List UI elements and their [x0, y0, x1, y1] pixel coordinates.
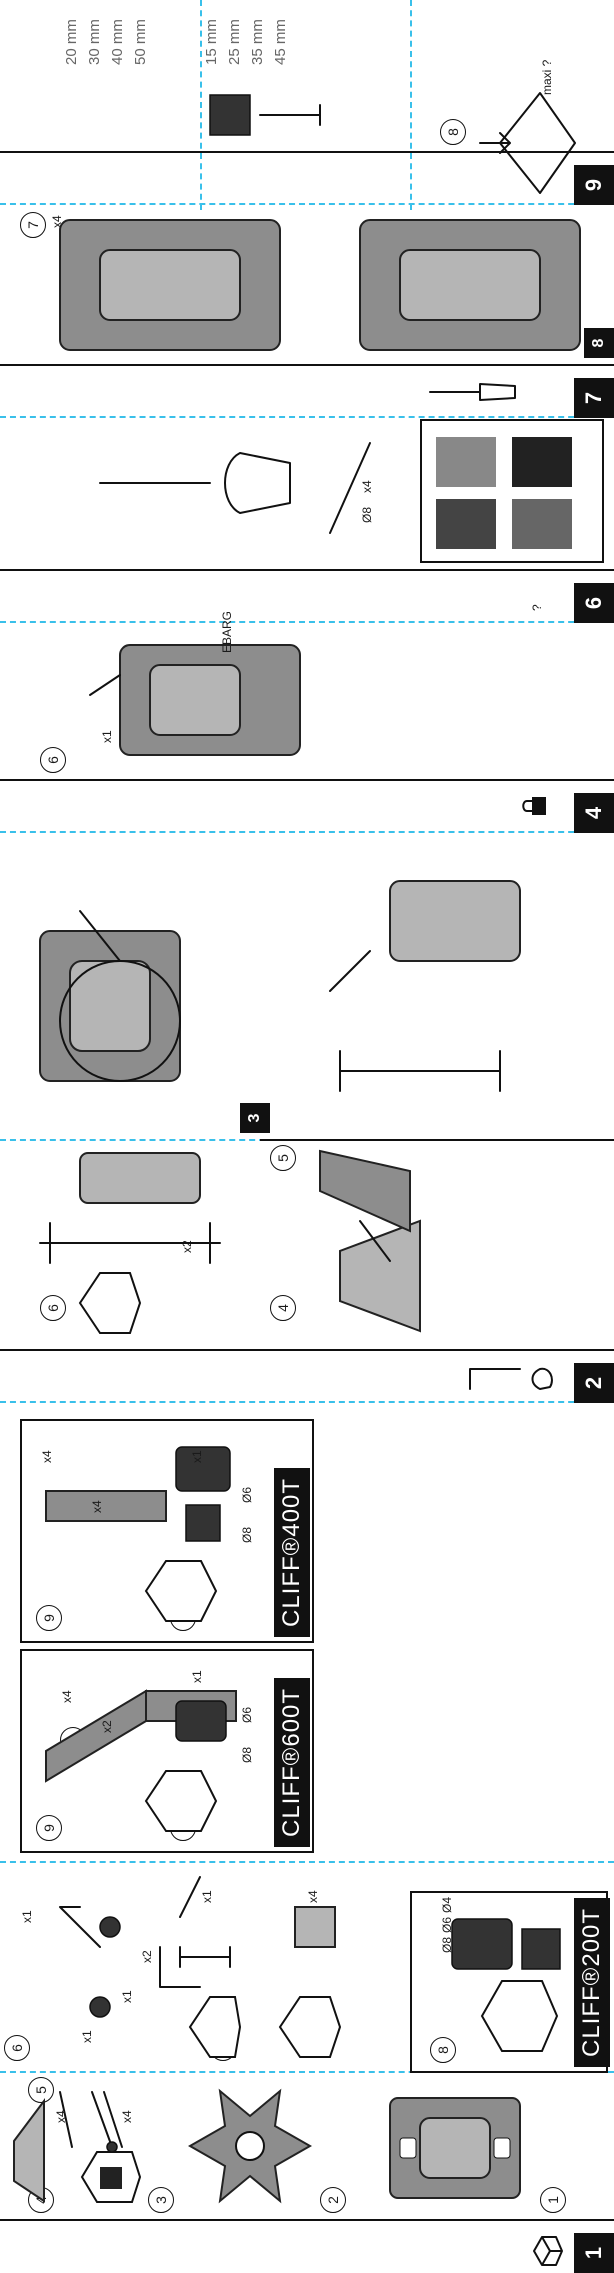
step-number: 3: [240, 1103, 270, 1133]
hand-and-hex-key-icon: [469, 1367, 553, 1390]
mounted-plate-icon: [59, 219, 281, 351]
dimension-label: Ø6: [240, 1706, 254, 1723]
quantity-label: x1: [190, 1450, 204, 1463]
circled-label: 1: [540, 2187, 566, 2213]
dimension-label: Ø8: [240, 1746, 254, 1763]
tv-back-icon: [479, 92, 576, 194]
circled-label: 7: [20, 212, 46, 238]
step-10-panel: [0, 0, 614, 210]
quantity-label: x4: [40, 1450, 54, 1463]
step-3-panel: 3 1: [0, 833, 614, 1141]
lock-icon: [522, 797, 546, 815]
quantity-label: x4: [60, 1690, 74, 1703]
drill-icon: [99, 442, 371, 534]
plate-lock-icon: [89, 644, 301, 756]
quantity-label: x4: [90, 1500, 104, 1513]
step-4-5-panel: 4 x1 x1 6 EBARG: [0, 611, 614, 833]
step-1-panel: 1 1 2 3 x4 x4 4 5: [0, 2073, 614, 2273]
circled-label: 3: [148, 2187, 174, 2213]
circled-label: 6: [4, 2035, 30, 2061]
step-7-8-panel: 7 8 7 x4: [0, 205, 614, 418]
model-badge: CLIFF®600T: [274, 1677, 310, 1847]
arm-extension-icon: [45, 1689, 237, 1832]
wall-materials-icon: [436, 437, 572, 549]
quantity-label: x1: [20, 1910, 34, 1923]
hardware-200t-panel: 6 7 x1 x1 x1 x2 x1 x4 CLIFF®200T 8 Ø8 Ø6: [0, 1863, 614, 2073]
wall-plate-icon: [389, 2097, 521, 2199]
model-badge: CLIFF®200T: [574, 1897, 610, 2067]
knob-assembly-icon: [39, 1152, 221, 1334]
model-badge: CLIFF®400T: [274, 1467, 310, 1637]
step-9-panel: 9 maxi ? 15 mm 25 mm 35 mm 45 mm 20 mm 3…: [0, 0, 614, 205]
circled-label: 5: [270, 1145, 296, 1171]
screw-bag-icon: [59, 2091, 142, 2203]
hardware-bag-icon: [451, 1918, 561, 2052]
circled-label: 4: [270, 1295, 296, 1321]
arm-400t-icon: [45, 1446, 231, 1622]
dimension-label: Ø4: [440, 1896, 454, 1913]
cap-bag-icon: [278, 1906, 342, 2058]
step-2-panel: 2 4 5 6 x2: [0, 1141, 614, 1403]
knob-insert-icon: [329, 880, 521, 1092]
plate-with-cover-icon: [39, 910, 181, 1082]
question-mark: ?: [530, 604, 544, 611]
quantity-label: x4: [50, 215, 64, 228]
vesa-plate-icon: [187, 2088, 313, 2204]
box-icon: [533, 2236, 563, 2266]
dimension-label: Ø6: [440, 1916, 454, 1933]
step-number: 6: [574, 583, 614, 623]
step-number: 2: [574, 1363, 614, 1403]
step-6-panel: 6 ? Ø8 x4: [0, 418, 614, 623]
screw-set-icon: [209, 94, 321, 136]
step-number: 4: [574, 793, 614, 833]
quantity-label: x4: [54, 2110, 68, 2123]
bolt-and-keys-icon: [59, 1876, 242, 2058]
quantity-label: x4: [120, 2110, 134, 2123]
dimension-label: Ø8: [240, 1526, 254, 1543]
dimension-label: Ø6: [240, 1486, 254, 1503]
mounted-plate-icon: [359, 219, 581, 351]
quantity-label: x2: [100, 1720, 114, 1733]
quantity-label: x1: [190, 1670, 204, 1683]
dimension-label: Ø8: [440, 1936, 454, 1953]
circled-label: 6: [40, 747, 66, 773]
screwdriver-icon: [429, 383, 516, 401]
step-number: 1: [574, 2233, 614, 2273]
step-number: 7: [574, 378, 614, 418]
cover-assembly-icon: [319, 1149, 421, 1333]
hardware-400t-600t-panel: CLIFF®600T 9 8 A x4 x2 x1 Ø8 Ø6 CLIFF®40…: [0, 1403, 614, 1863]
cover-icon: [13, 2098, 45, 2203]
